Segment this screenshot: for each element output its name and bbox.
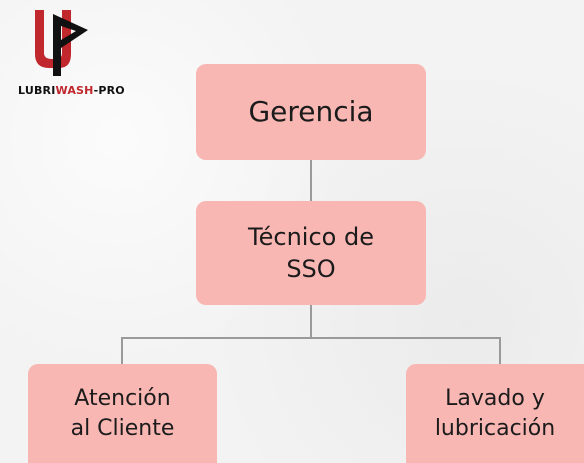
org-node-atencion-label-line1: Atención <box>74 385 171 411</box>
logo-wordmark: LUBRIWASH-PRO <box>18 84 125 97</box>
logo-text-accent: WASH <box>55 84 94 97</box>
org-node-atencion-label-line2: al Cliente <box>70 415 175 441</box>
org-node-tecnico-sso: Técnico de SSO <box>196 201 426 305</box>
org-node-tecnico-sso-label-line1: Técnico de <box>248 222 374 251</box>
company-logo: LUBRIWASH-PRO <box>14 6 125 98</box>
org-node-tecnico-sso-label-line2: SSO <box>286 255 336 283</box>
org-node-atencion-cliente: Atención al Cliente <box>28 364 217 463</box>
org-node-lavado-lubricacion: Lavado y lubricación <box>406 364 584 463</box>
org-node-lavado-label-line1: Lavado y <box>445 385 545 411</box>
org-node-gerencia: Gerencia <box>196 64 426 160</box>
logo-text-main: LUBRI <box>18 84 56 97</box>
logo-mark-icon <box>35 10 88 76</box>
org-node-gerencia-label: Gerencia <box>248 95 374 129</box>
org-node-lavado-label-line2: lubricación <box>434 415 556 441</box>
logo-text-suffix: -PRO <box>93 84 125 97</box>
